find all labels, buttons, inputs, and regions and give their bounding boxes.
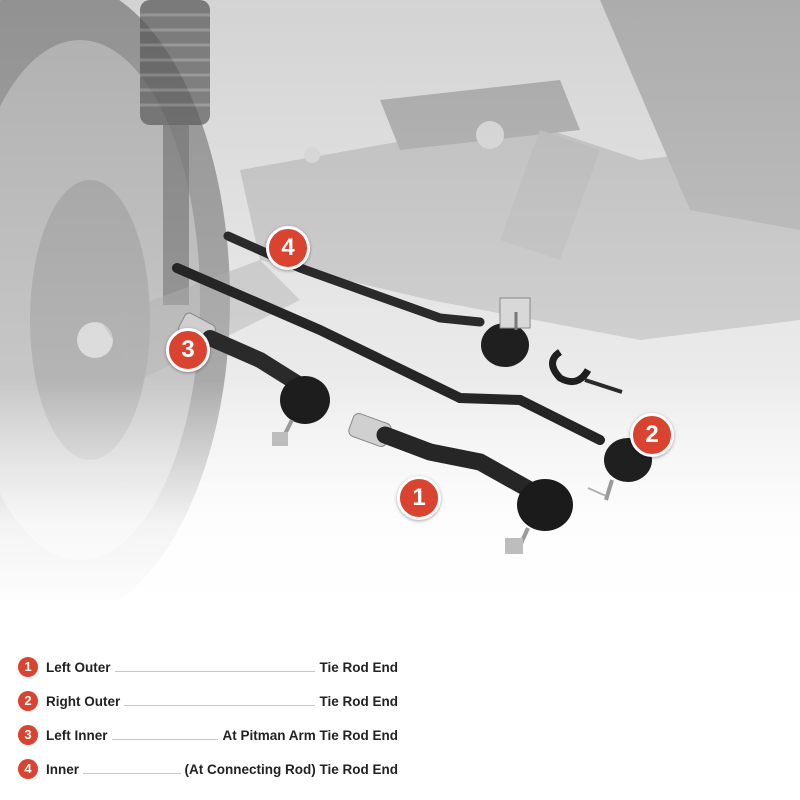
legend-row: 2 Right Outer Tie Rod End — [18, 684, 398, 718]
legend-value: At Pitman Arm Tie Rod End — [222, 727, 398, 743]
legend-label: Right Outer — [46, 693, 121, 709]
legend-value: Tie Rod End — [319, 693, 398, 709]
leader-line — [114, 670, 316, 672]
part-3-left-inner — [178, 312, 330, 446]
parts-legend: 1 Left Outer Tie Rod End 2 Right Outer T… — [18, 650, 398, 786]
part-4-inner-tie-rod — [223, 231, 531, 367]
leader-line — [111, 738, 219, 740]
legend-label: Left Inner — [46, 727, 108, 743]
part-connecting-rod — [172, 263, 652, 501]
part-1-left-outer — [348, 413, 573, 554]
parts-illustration — [172, 231, 652, 554]
legend-row: 1 Left Outer Tie Rod End — [18, 650, 398, 684]
marker-1: 1 — [397, 476, 441, 520]
leader-line — [124, 704, 316, 706]
legend-badge: 2 — [18, 691, 38, 711]
leader-line — [83, 772, 181, 774]
marker-3: 3 — [166, 328, 210, 372]
legend-label: Inner — [46, 761, 80, 777]
legend-badge: 4 — [18, 759, 38, 779]
legend-value: (At Connecting Rod) Tie Rod End — [184, 761, 398, 777]
legend-row: 4 Inner (At Connecting Rod) Tie Rod End — [18, 752, 398, 786]
legend-badge: 3 — [18, 725, 38, 745]
legend-value: Tie Rod End — [319, 659, 398, 675]
legend-label: Left Outer — [46, 659, 111, 675]
legend-badge: 1 — [18, 657, 38, 677]
legend-row: 3 Left Inner At Pitman Arm Tie Rod End — [18, 718, 398, 752]
marker-2: 2 — [630, 413, 674, 457]
part-hardware-clip — [549, 349, 623, 394]
marker-4: 4 — [266, 226, 310, 270]
